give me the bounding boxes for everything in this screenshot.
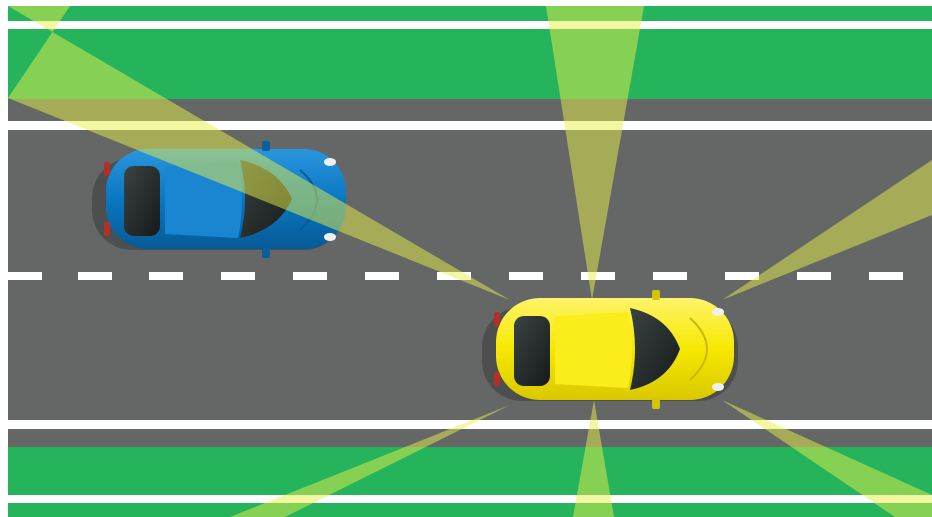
ego-vehicle-rear-window [514, 316, 550, 386]
ego-vehicle-mirror-bottom [652, 399, 660, 409]
ego-vehicle-headlight-top [712, 308, 724, 316]
other-vehicle-headlight-bottom [324, 233, 336, 241]
other-vehicle-mirror-bottom [262, 248, 270, 258]
ego-vehicle [482, 290, 738, 409]
ego-vehicle-mirror-top [652, 290, 660, 300]
bottom-verge-line [8, 495, 932, 503]
other-vehicle-rear-window [124, 166, 160, 236]
bottom-grass-strip [8, 503, 932, 517]
other-vehicle-taillight-bottom [104, 222, 110, 236]
top-verge-line [8, 21, 932, 29]
ego-vehicle-headlight-bottom [712, 383, 724, 391]
ego-vehicle-taillight-bottom [494, 372, 500, 386]
other-vehicle-headlight-top [324, 158, 336, 166]
bottom-grass-verge [8, 447, 932, 495]
other-vehicle-taillight-top [104, 162, 110, 176]
ego-vehicle-taillight-top [494, 312, 500, 326]
other-vehicle-mirror-top [262, 141, 270, 151]
top-grass-strip [8, 6, 932, 21]
ego-vehicle-roof [555, 312, 632, 388]
